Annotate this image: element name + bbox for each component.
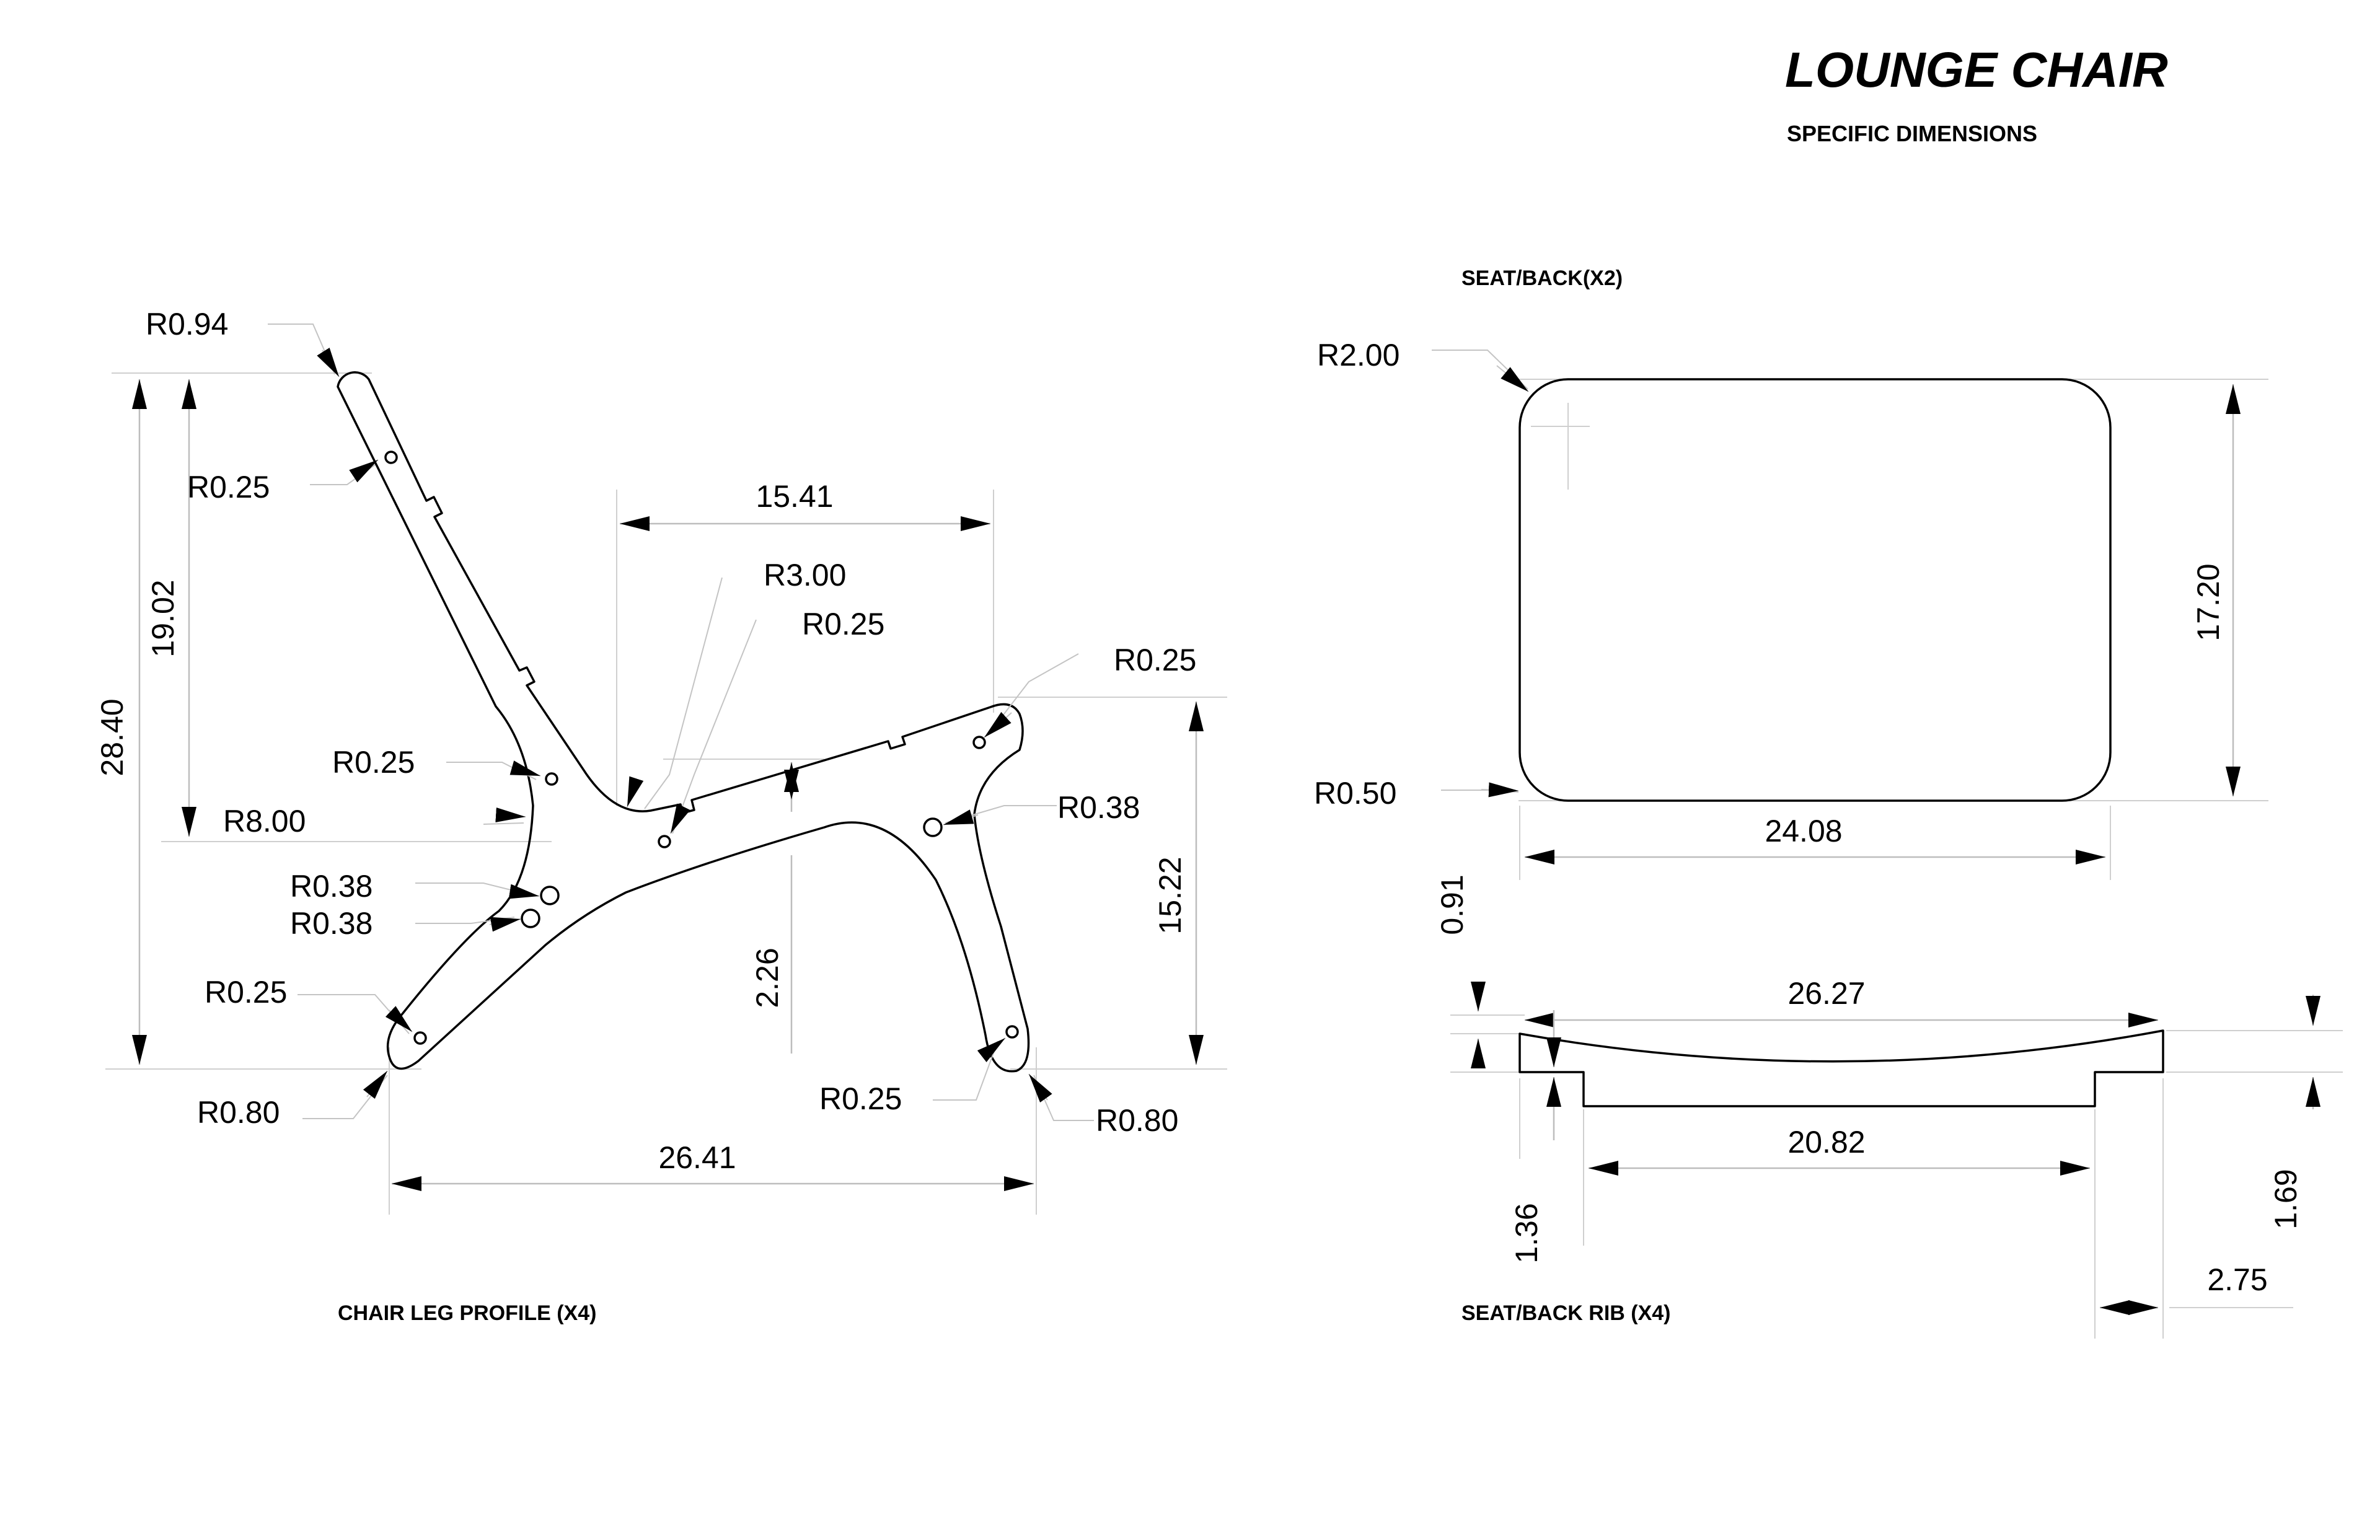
radius-mid-hole-b: R0.38: [290, 906, 372, 941]
rib-overall-length: 26.27: [1787, 976, 1865, 1011]
dim-back-height: 19.02: [146, 579, 180, 657]
radius-mid-hole-a: R0.38: [290, 869, 372, 904]
radius-inner-curve: R8.00: [223, 804, 306, 838]
rib-end-height: 1.69: [2268, 1169, 2303, 1229]
arrow-arm-hole: [509, 760, 541, 777]
dim-rail-depth: 2.26: [750, 948, 785, 1008]
arrow-back-hole: [349, 459, 379, 483]
front-foot-hole: [1005, 1025, 1019, 1039]
arrow-mid-hole-b: [489, 917, 521, 932]
drawing-subtitle: SPECIFIC DIMENSIONS: [1787, 121, 2037, 146]
back-hole: [384, 451, 398, 464]
radius-front-hole: R0.25: [1114, 643, 1196, 677]
dim-overall-height: 28.40: [95, 698, 130, 776]
arrow-corner-top: [1496, 365, 1529, 392]
arrow-rear-foot-hole: [385, 1006, 413, 1032]
radius-seat-curve: R3.00: [764, 558, 846, 592]
dim-overall-length: 26.41: [658, 1140, 736, 1175]
drawing-title: LOUNGE CHAIR: [1785, 42, 2168, 97]
arrow-seat-curve: [627, 776, 644, 807]
leg-outline: [337, 371, 1030, 1073]
arm-hole: [545, 772, 558, 786]
radius-front-foot: R0.80: [1096, 1103, 1178, 1138]
seat-caption: SEAT/BACK(X2): [1461, 266, 1623, 290]
radius-front-foot-hole: R0.25: [819, 1081, 902, 1116]
rib-caption: SEAT/BACK RIB (X4): [1461, 1301, 1671, 1325]
leg-view: 28.40 19.02 15.41 15.22 2.26 26.41 R0.94…: [95, 307, 1227, 1325]
radius-rear-foot: R0.80: [197, 1095, 280, 1130]
arrow-front-foot-hole: [977, 1037, 1006, 1063]
rib-curve-depth: 0.91: [1435, 874, 1470, 935]
arrow-inner-curve: [495, 807, 526, 822]
radius-front-mid-hole: R0.38: [1057, 790, 1140, 825]
rib-view: SEAT/BACK RIB (X4) 0.91 26.27 20.82 1.36…: [1435, 874, 2343, 1339]
dim-front-height: 15.22: [1153, 856, 1188, 934]
arrow-mid-hole-a: [508, 884, 540, 899]
seat-height: 17.20: [2191, 563, 2226, 641]
rib-notch-height: 1.36: [1509, 1203, 1544, 1263]
radius-arm-hole: R0.25: [332, 745, 415, 780]
rear-foot-hole: [413, 1031, 427, 1045]
arrow-corner-bottom: [1481, 782, 1519, 798]
radius-rear-foot-hole: R0.25: [205, 975, 287, 1010]
arrow-back-top: [317, 347, 340, 377]
seat-width: 24.08: [1765, 814, 1842, 848]
front-hole: [972, 736, 986, 749]
seat-panel-outline: [1518, 378, 2112, 802]
arrow-seat-hole: [670, 803, 690, 834]
seat-corner-bottom: R0.50: [1314, 776, 1396, 811]
radius-back-top: R0.94: [146, 307, 228, 341]
rib-notch-width: 2.75: [2207, 1262, 2267, 1297]
radius-seat-hole: R0.25: [802, 607, 884, 641]
seat-view: SEAT/BACK(X2) R2.00 R0.50 17.20 24.08: [1314, 266, 2268, 880]
seat-corner-top: R2.00: [1317, 338, 1399, 372]
arrow-front-mid-hole: [943, 809, 979, 825]
arrow-front-foot: [1028, 1073, 1052, 1103]
rib-outline: [1518, 1029, 2164, 1107]
radius-back-hole: R0.25: [187, 470, 270, 504]
front-mid-hole: [923, 817, 943, 837]
arrow-rear-foot: [363, 1070, 388, 1099]
dim-seat-length: 15.41: [756, 479, 833, 514]
rib-inner-length: 20.82: [1787, 1125, 1865, 1159]
mid-hole-b: [521, 909, 540, 928]
leg-caption: CHAIR LEG PROFILE (X4): [338, 1301, 596, 1325]
arrow-front-hole: [984, 711, 1012, 738]
mid-hole-a: [540, 886, 560, 905]
seat-hole: [658, 835, 671, 848]
